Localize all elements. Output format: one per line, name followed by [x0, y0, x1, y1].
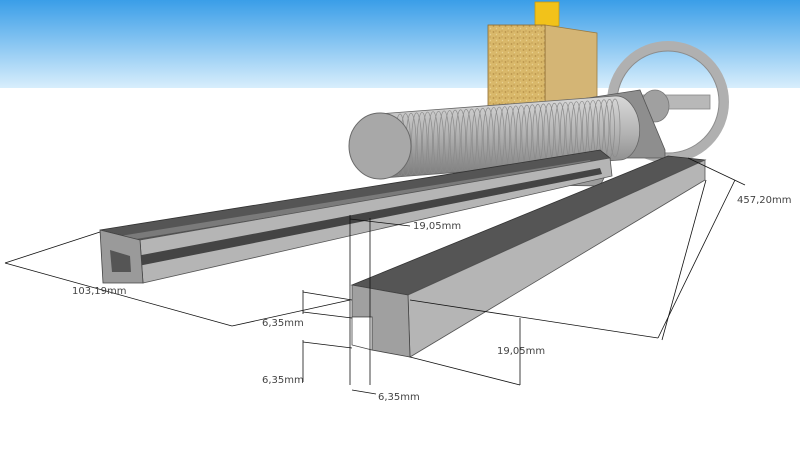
dimension-slot-width: 19,05mm	[413, 221, 461, 232]
roller-thread-ring	[455, 109, 466, 171]
dimension-length: 457,20mm	[737, 195, 791, 206]
right-rail	[350, 155, 707, 358]
dimension-width: 103,19mm	[72, 286, 126, 297]
dimension-slot-depth-lower: 6,35mm	[262, 375, 304, 386]
dimension-lip-width: 6,35mm	[378, 392, 420, 403]
roller-thread-ring	[449, 109, 461, 172]
roller-thread-ring	[438, 110, 450, 173]
roller-thread-ring	[444, 110, 455, 172]
right-rail-end-notch	[351, 316, 373, 351]
dimension-rail-height: 19,05mm	[497, 346, 545, 357]
left-rail-end-slot	[110, 250, 131, 272]
roller-thread-ring	[416, 112, 428, 175]
dimension-slot-depth-upper: 6,35mm	[262, 318, 304, 329]
roller-end-face	[348, 112, 412, 180]
left-rail	[99, 149, 613, 284]
left-rail-slot-top	[120, 160, 592, 241]
roller-thread-ring	[411, 112, 422, 175]
roller-thread-ring	[460, 109, 472, 171]
roller-thread-ring	[609, 98, 621, 158]
dimension-lines	[4, 157, 746, 395]
roller-thread-ring	[471, 108, 483, 170]
roller-thread-ring	[422, 111, 433, 174]
yellow-tab	[534, 1, 560, 27]
left-rail-slot-groove	[126, 168, 602, 268]
roller-thread-ring	[433, 110, 444, 173]
roller-thread-ring	[466, 108, 478, 171]
roller-thread-ring	[427, 111, 439, 174]
